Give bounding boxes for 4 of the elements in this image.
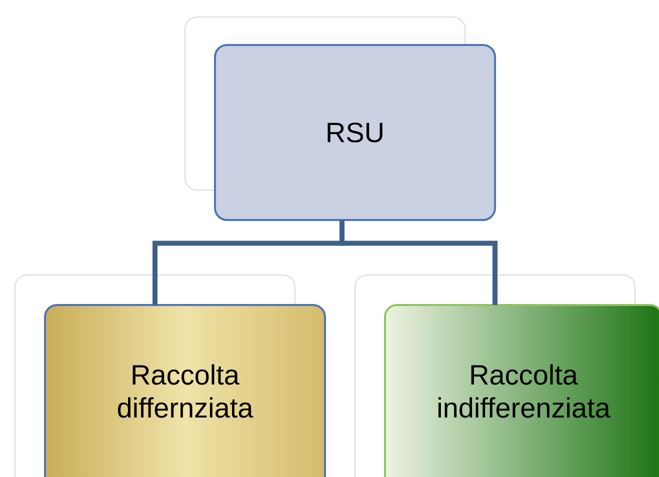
process-box: Raccolta indifferenziata (384, 304, 659, 477)
process-box: RSU (214, 44, 496, 221)
connector-line (340, 220, 498, 305)
process-box: Raccolta differnziata (44, 304, 326, 477)
